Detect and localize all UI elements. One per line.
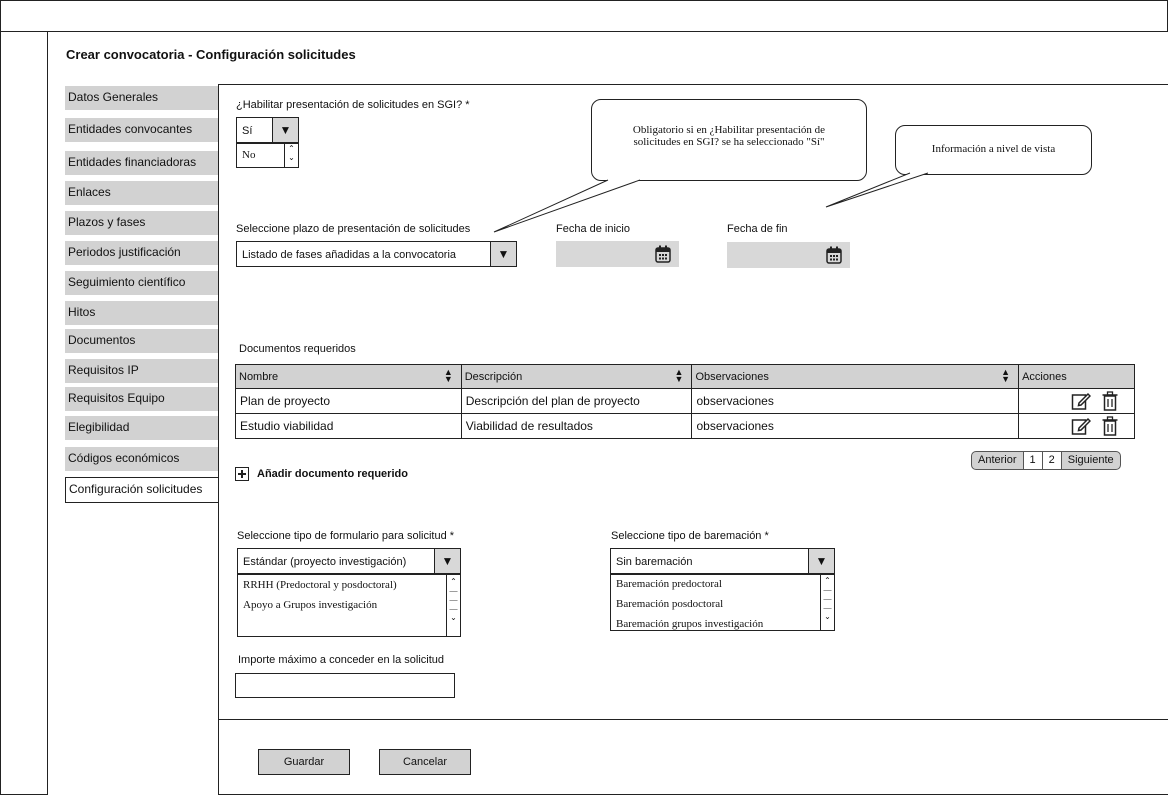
plazo-selected: Listado de fases añadidas a la convocato… [242, 249, 457, 261]
sort-icon[interactable]: ▲▼ [1001, 367, 1011, 384]
menu-item-hitos[interactable]: Hitos [65, 301, 218, 325]
documentos-table: Nombre▲▼ Descripción▲▼ Observaciones▲▼ A… [235, 364, 1135, 439]
habilitar-label: ¿Habilitar presentación de solicitudes e… [236, 99, 470, 111]
column-header-nombre[interactable]: Nombre▲▼ [235, 364, 462, 389]
formulario-option-rrhh[interactable]: RRHH (Predoctoral y posdoctoral) [243, 579, 397, 591]
menu-item-seguimiento-cientifico[interactable]: Seguimiento científico [65, 271, 218, 295]
baremacion-selected: Sin baremación [616, 556, 693, 568]
menu-item-entidades-financiadoras[interactable]: Entidades financiadoras [65, 151, 218, 175]
pager-page-1[interactable]: 1 [1022, 452, 1042, 469]
table-row: Estudio viabilidad Viabilidad de resulta… [235, 413, 1135, 439]
habilitar-selected: Sí [242, 125, 253, 137]
baremacion-option-grupos[interactable]: Baremación grupos investigación [616, 618, 764, 630]
formulario-select[interactable]: Estándar (proyecto investigación) ▼ [237, 548, 461, 574]
importe-label: Importe máximo a conceder en la solicitu… [238, 654, 445, 666]
menu-item-datos-generales[interactable]: Datos Generales [65, 86, 218, 110]
formulario-selected: Estándar (proyecto investigación) [243, 556, 407, 568]
habilitar-option-no[interactable]: No [242, 149, 256, 161]
table-row: Plan de proyecto Descripción del plan de… [235, 388, 1135, 414]
chevron-down-icon[interactable]: ▼ [434, 549, 460, 573]
scrollbar[interactable]: ⌃⌄ [284, 144, 298, 167]
documentos-title: Documentos requeridos [239, 343, 356, 355]
cell-acciones [1018, 388, 1135, 414]
menu-item-codigos-economicos[interactable]: Códigos económicos [65, 447, 218, 471]
baremacion-options[interactable]: Baremación predoctoral Baremación posdoc… [610, 574, 835, 631]
pagination: Anterior 1 2 Siguiente [971, 451, 1121, 470]
page-title: Crear convocatoria - Configuración solic… [66, 47, 356, 62]
menu-item-periodos-justificacion[interactable]: Periodos justificación [65, 241, 218, 265]
sort-icon[interactable]: ▲▼ [443, 367, 453, 384]
add-documento-button[interactable]: Añadir documento requerido [235, 467, 408, 481]
cancelar-button[interactable]: Cancelar [379, 749, 471, 775]
fecha-inicio-label: Fecha de inicio [556, 223, 630, 235]
menu-item-enlaces[interactable]: Enlaces [65, 181, 218, 205]
cell-observaciones: observaciones [691, 413, 1020, 439]
formulario-options[interactable]: RRHH (Predoctoral y posdoctoral) Apoyo a… [237, 574, 461, 637]
menu-item-entidades-convocantes[interactable]: Entidades convocantes [65, 118, 218, 142]
chevron-down-icon[interactable]: ▼ [272, 118, 298, 142]
baremacion-option-posdoctoral[interactable]: Baremación posdoctoral [616, 598, 724, 610]
menu-item-elegibilidad[interactable]: Elegibilidad [65, 416, 218, 440]
menu-item-plazos-fases[interactable]: Plazos y fases [65, 211, 218, 235]
cell-acciones [1018, 413, 1135, 439]
trash-icon[interactable] [1102, 391, 1118, 411]
edit-icon[interactable] [1071, 391, 1091, 411]
callout-obligatorio: Obligatorio si en ¿Habilitar presentació… [591, 99, 867, 181]
calendar-icon[interactable] [826, 246, 842, 264]
pager-page-2[interactable]: 2 [1041, 452, 1061, 469]
cell-descripcion: Descripción del plan de proyecto [460, 388, 693, 414]
fecha-inicio-input[interactable] [556, 241, 679, 267]
top-bar [0, 0, 1168, 32]
pager-next[interactable]: Siguiente [1060, 452, 1120, 469]
plazo-label: Seleccione plazo de presentación de soli… [236, 223, 471, 235]
cell-nombre: Plan de proyecto [235, 388, 462, 414]
fecha-fin-input[interactable] [727, 242, 850, 268]
guardar-button[interactable]: Guardar [258, 749, 350, 775]
cell-descripcion: Viabilidad de resultados [460, 413, 693, 439]
plus-icon [235, 467, 249, 481]
formulario-label: Seleccione tipo de formulario para solic… [237, 530, 455, 542]
habilitar-select[interactable]: Sí ▼ [236, 117, 299, 143]
calendar-icon[interactable] [655, 245, 671, 263]
column-header-descripcion[interactable]: Descripción▲▼ [460, 364, 693, 389]
sort-icon[interactable]: ▲▼ [674, 367, 684, 384]
plazo-select[interactable]: Listado de fases añadidas a la convocato… [236, 241, 517, 267]
menu-item-requisitos-equipo[interactable]: Requisitos Equipo [65, 387, 218, 411]
callout-info: Información a nivel de vista [895, 125, 1092, 175]
cell-observaciones: observaciones [691, 388, 1020, 414]
pager-previous[interactable]: Anterior [978, 454, 1017, 466]
menu-item-configuracion-solicitudes[interactable]: Configuración solicitudes [65, 477, 218, 503]
trash-icon[interactable] [1102, 416, 1118, 436]
footer-divider [218, 719, 1168, 720]
left-rail [0, 31, 48, 795]
cell-nombre: Estudio viabilidad [235, 413, 462, 439]
chevron-down-icon[interactable]: ▼ [490, 242, 516, 266]
column-header-acciones: Acciones [1018, 364, 1135, 389]
column-header-observaciones[interactable]: Observaciones▲▼ [691, 364, 1020, 389]
fecha-fin-label: Fecha de fin [727, 223, 788, 235]
menu-item-documentos[interactable]: Documentos [65, 329, 218, 353]
baremacion-option-predoctoral[interactable]: Baremación predoctoral [616, 578, 722, 590]
formulario-option-grupos[interactable]: Apoyo a Grupos investigación [243, 599, 378, 611]
add-documento-label: Añadir documento requerido [257, 468, 408, 480]
edit-icon[interactable] [1071, 416, 1091, 436]
scrollbar[interactable]: ⌃———⌄ [820, 575, 834, 630]
habilitar-options[interactable]: No ⌃⌄ [236, 143, 299, 168]
baremacion-select[interactable]: Sin baremación ▼ [610, 548, 835, 574]
chevron-down-icon[interactable]: ▼ [808, 549, 834, 573]
scrollbar[interactable]: ⌃———⌄ [446, 575, 460, 636]
importe-input[interactable] [235, 673, 455, 698]
menu-item-requisitos-ip[interactable]: Requisitos IP [65, 359, 218, 383]
baremacion-label: Seleccione tipo de baremación * [611, 530, 769, 542]
